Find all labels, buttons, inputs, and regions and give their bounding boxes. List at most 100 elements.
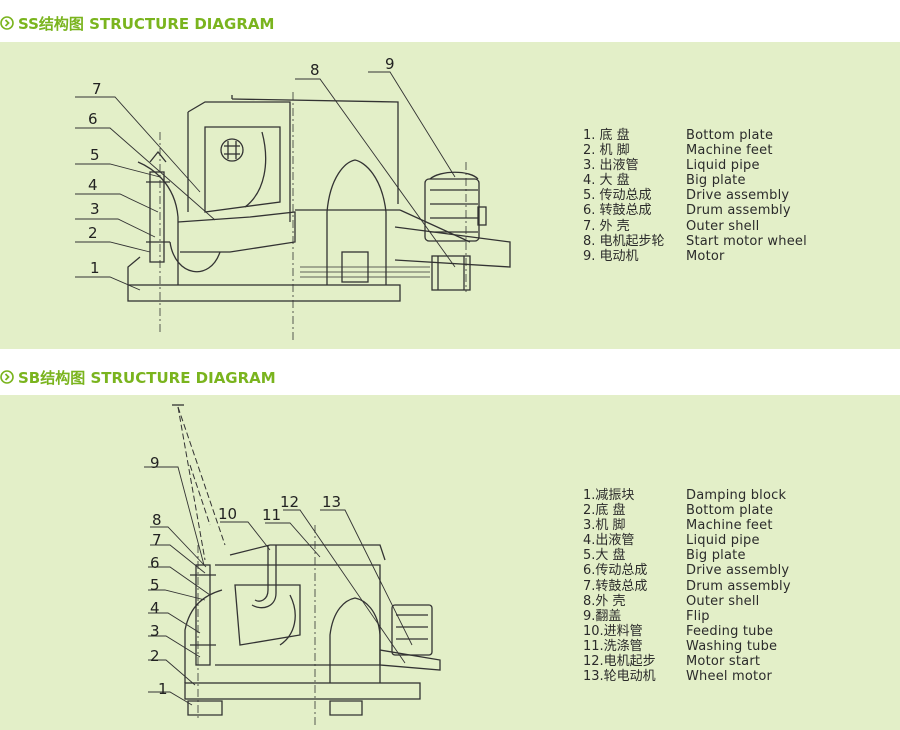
legend-row: 1.减振块 Damping block — [583, 488, 791, 503]
machine-foot — [137, 161, 179, 285]
callout-6: 6 — [150, 554, 160, 572]
legend-cn: 9.翻盖 — [583, 608, 622, 624]
callout-2: 2 — [150, 647, 160, 665]
callout-12: 12 — [280, 493, 299, 511]
feeding-tube — [254, 545, 269, 602]
legend-cn: 9. 电动机 — [583, 248, 639, 264]
legend-cn: 1.减振块 — [583, 488, 635, 503]
legend-row: 7.转鼓总成 Drum assembly — [583, 579, 791, 594]
big-plate — [177, 211, 296, 253]
callout-4: 4 — [88, 176, 98, 194]
legend-cn: 5. 传动总成 — [583, 188, 652, 204]
legend-row: 13.轮电动机 Wheel motor — [583, 669, 791, 684]
legend-cn: 6. 转鼓总成 — [583, 203, 652, 219]
callout-10: 10 — [218, 505, 237, 523]
wheel-motor — [391, 604, 433, 656]
legend-en: Flip — [686, 608, 710, 624]
legend-en: Wheel motor — [686, 669, 773, 685]
chevron-circle-icon — [0, 16, 14, 30]
callout-1: 1 — [90, 259, 100, 277]
legend-cn: 6.传动总成 — [583, 563, 648, 579]
legend-cn: 11.洗涤管 — [583, 638, 643, 654]
damping-block — [187, 700, 223, 716]
legend-en: Big plate — [686, 548, 746, 564]
legend-cn: 13.轮电动机 — [583, 669, 656, 685]
legend-row: 5. 传动总成 Drive assembly — [583, 188, 807, 203]
legend-row: 6. 转鼓总成 Drum assembly — [583, 203, 807, 218]
section-title-sb: SB结构图 STRUCTURE DIAGRAM — [0, 362, 276, 392]
motor-bracket — [394, 226, 511, 268]
motor — [424, 178, 480, 242]
legend-cn: 7.转鼓总成 — [583, 578, 648, 594]
sb-structure-drawing: 9 8 7 6 5 4 3 2 1 10 11 12 13 — [144, 404, 441, 725]
machine-feet — [184, 589, 223, 683]
legend-row: 9. 电动机 Motor — [583, 249, 807, 264]
legend-en: Drum assembly — [686, 203, 791, 219]
legend-en: Machine feet — [686, 143, 773, 159]
drum — [204, 126, 281, 213]
chevron-circle-icon — [0, 370, 14, 384]
legend-cn: 3.机 脚 — [583, 518, 626, 534]
legend-en: Liquid pipe — [686, 158, 760, 174]
legend-en: Big plate — [686, 173, 746, 189]
callout-2: 2 — [88, 224, 98, 242]
legend-row: 4.出液管 Liquid pipe — [583, 533, 791, 548]
legend-cn: 1. 底 盘 — [583, 128, 630, 143]
legend-row: 1. 底 盘 Bottom plate — [583, 128, 807, 143]
callout-3: 3 — [90, 200, 100, 218]
callout-8: 8 — [310, 61, 320, 79]
legend-cn: 3. 出液管 — [583, 158, 639, 174]
callout-6: 6 — [88, 110, 98, 128]
legend-en: Drive assembly — [686, 188, 790, 204]
legend-en: Liquid pipe — [686, 533, 760, 549]
center-hub — [326, 159, 387, 285]
legend-cn: 4.出液管 — [583, 533, 635, 549]
legend-en: Washing tube — [686, 638, 778, 654]
callout-4: 4 — [150, 599, 160, 617]
legend-row: 8.外 壳 Outer shell — [583, 594, 791, 609]
legend-en: Motor start — [686, 654, 761, 670]
lid — [231, 98, 399, 204]
section-title-text: SS结构图 STRUCTURE DIAGRAM — [18, 14, 275, 33]
callout-7: 7 — [152, 531, 162, 549]
callout-1: 1 — [158, 680, 168, 698]
legend-en: Damping block — [686, 488, 787, 503]
callout-8: 8 — [152, 511, 162, 529]
section-title-text: SB结构图 STRUCTURE DIAGRAM — [18, 368, 276, 387]
ss-structure-drawing: 7 6 5 4 3 2 1 8 9 — [75, 55, 511, 342]
callout-13: 13 — [322, 493, 341, 511]
legend-cn: 8.外 壳 — [583, 593, 626, 609]
legend-cn: 7. 外 壳 — [583, 218, 630, 234]
legend-en: Motor — [686, 248, 725, 264]
legend-en: Outer shell — [686, 593, 760, 609]
callout-9: 9 — [150, 454, 160, 472]
callout-5: 5 — [150, 576, 160, 594]
ss-legend: 1. 底 盘 Bottom plate 2. 机 脚 Machine feet 3.… — [583, 128, 807, 264]
center-hub — [329, 597, 381, 683]
sb-diagram-panel — [0, 395, 900, 730]
drum-assembly — [234, 584, 301, 646]
callout-11: 11 — [262, 506, 281, 524]
legend-row: 6.传动总成 Drive assembly — [583, 563, 791, 578]
legend-en: Drive assembly — [686, 563, 790, 579]
legend-row: 9.翻盖 Flip — [583, 609, 791, 624]
legend-cn: 2. 机 脚 — [583, 143, 630, 159]
legend-row: 3. 出液管 Liquid pipe — [583, 158, 807, 173]
motor-bracket — [379, 649, 441, 671]
callout-7: 7 — [92, 80, 102, 98]
legend-en: Bottom plate — [686, 128, 774, 143]
outer-shell — [215, 564, 381, 666]
legend-en: Drum assembly — [686, 578, 791, 594]
bottom-plate — [184, 682, 421, 700]
legend-en: Bottom plate — [686, 503, 774, 519]
legend-en: Start motor wheel — [686, 233, 807, 249]
